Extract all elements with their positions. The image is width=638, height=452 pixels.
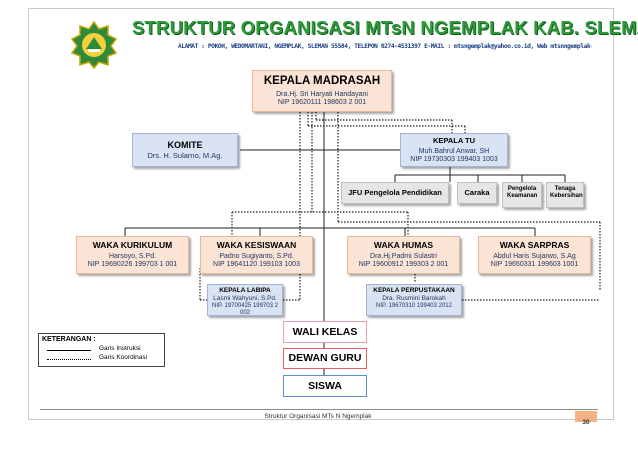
waka-humas-name: Dra.Hj.Padmi Sulastri xyxy=(370,252,437,260)
siswa-box: SISWA xyxy=(283,375,367,397)
kepala-madrasah-nip: NIP 19620111 198603 2 001 xyxy=(277,99,367,107)
waka-kesiswaan-title: WAKA KESISWAAN xyxy=(216,240,297,250)
pengelola-keamanan-title: Pengelola Keamanan xyxy=(507,186,538,199)
komite-title: KOMITE xyxy=(167,140,203,150)
siswa-title: SISWA xyxy=(308,380,342,392)
waka-humas-nip: NIP 19600912 199303 2 001 xyxy=(358,260,449,268)
waka-kurikulum-nip: NIP 19690226 199703 1 001 xyxy=(87,260,178,268)
kepala-labipa-box: KEPALA LABIPA Lasmi Wahyuni, S.Pd. NIP. … xyxy=(207,284,283,316)
kepala-madrasah-box: KEPALA MADRASAH Dra.Hj. Sri Haryati Hand… xyxy=(252,70,392,112)
waka-kurikulum-title: WAKA KURIKULUM xyxy=(92,240,173,250)
dewan-guru-title: DEWAN GURU xyxy=(288,352,362,364)
legend-solid-label: Garis Instruksi xyxy=(99,345,141,352)
legend-dotted-line xyxy=(47,359,91,360)
jfu-box: JFU Pengelola Pendidikan xyxy=(341,182,449,204)
waka-kurikulum-box: WAKA KURIKULUM Harsoyo, S.Pd. NIP 196902… xyxy=(76,236,189,274)
legend-title: KETERANGAN : xyxy=(42,336,96,343)
wali-kelas-box: WALI KELAS xyxy=(283,321,367,343)
kepala-labipa-name: Lasmi Wahyuni, S.Pd. xyxy=(213,295,277,303)
kepala-tu-name: Muh.Bahrul Anwar, SH xyxy=(418,147,490,155)
kepala-perpustakaan-title: KEPALA PERPUSTAKAAN xyxy=(373,287,455,294)
waka-kesiswaan-name: Padno Sugiyanto, S.Pd. xyxy=(219,252,294,260)
waka-sarpras-box: WAKA SARPRAS Abdul Haris Sujarwo, S.Ag N… xyxy=(478,236,591,274)
kepala-perpustakaan-box: KEPALA PERPUSTAKAAN Dra. Rusmini Barokah… xyxy=(366,284,462,316)
waka-humas-box: WAKA HUMAS Dra.Hj.Padmi Sulastri NIP 196… xyxy=(347,236,460,274)
kepala-madrasah-title: KEPALA MADRASAH xyxy=(263,75,381,87)
kepala-tu-nip: NIP 19730303 199403 1003 xyxy=(410,155,498,163)
dewan-guru-box: DEWAN GURU xyxy=(283,348,367,369)
kepala-tu-title: KEPALA TU xyxy=(432,136,476,145)
komite-box: KOMITE Drs. H. Sularno, M.Ag. xyxy=(132,133,238,167)
header-address: ALAMAT : POKOH, WEDOMARTANI, NGEMPLAK, S… xyxy=(178,43,592,50)
tenaga-kebersihan-box: Tenaga Kebersihan xyxy=(546,182,584,208)
komite-name: Drs. H. Sularno, M.Ag. xyxy=(147,151,223,161)
caraka-title: Caraka xyxy=(464,188,490,197)
pengelola-keamanan-box: Pengelola Keamanan xyxy=(502,182,542,208)
waka-kesiswaan-box: WAKA KESISWAAN Padno Sugiyanto, S.Pd. NI… xyxy=(200,236,313,274)
legend-solid-line xyxy=(47,350,91,351)
waka-sarpras-name: Abdul Haris Sujarwo, S.Ag xyxy=(493,252,576,260)
page-number-badge: 30 xyxy=(575,411,597,426)
kepala-madrasah-name: Dra.Hj. Sri Haryati Handayani xyxy=(276,91,368,99)
kemenag-logo-icon xyxy=(70,20,118,70)
waka-sarpras-nip: NIP 19650331 199603 1001 xyxy=(490,260,579,268)
jfu-title: JFU Pengelola Pendidikan xyxy=(348,188,442,197)
waka-sarpras-title: WAKA SARPRAS xyxy=(499,240,570,250)
wali-kelas-title: WALI KELAS xyxy=(292,326,358,338)
footer-caption: Struktur Organisasi MTs N Ngemplak xyxy=(264,413,372,420)
waka-kurikulum-name: Harsoyo, S.Pd. xyxy=(108,252,157,260)
kepala-labipa-nip: NIP. 19700425 199703 2 002 xyxy=(212,302,278,316)
kepala-perpustakaan-name: Dra. Rusmini Barokah xyxy=(382,295,446,303)
page-number: 30 xyxy=(582,419,590,426)
legend-box: KETERANGAN : Garis Instruksi Garis Koord… xyxy=(38,333,165,367)
page-title: STRUKTUR ORGANISASI MTsN NGEMPLAK KAB. S… xyxy=(132,17,638,38)
waka-humas-title: WAKA HUMAS xyxy=(373,240,434,250)
waka-kesiswaan-nip: NIP 19641120 199103 1003 xyxy=(213,260,300,268)
kepala-tu-box: KEPALA TU Muh.Bahrul Anwar, SH NIP 19730… xyxy=(400,133,508,167)
legend-dotted-label: Garis Koordinasi xyxy=(99,354,148,361)
kepala-labipa-title: KEPALA LABIPA xyxy=(219,287,271,294)
footer-divider xyxy=(40,409,598,410)
tenaga-kebersihan-title: Tenaga Kebersihan xyxy=(550,186,583,199)
caraka-box: Caraka xyxy=(457,182,497,204)
kepala-perpustakaan-nip: NIP. 19670310 199403 2012 xyxy=(376,302,452,309)
